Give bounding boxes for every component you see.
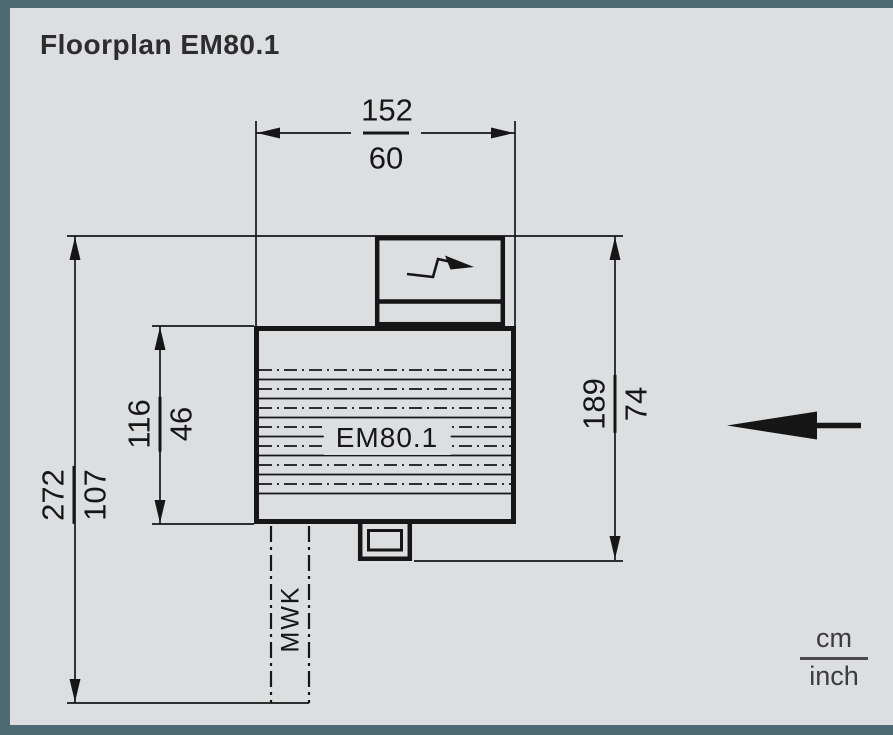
dim-189-arrow-top	[609, 237, 621, 260]
unit-legend-inch: inch	[809, 660, 859, 691]
mwk-channel	[269, 526, 311, 703]
unit-legend-cm: cm	[816, 623, 852, 653]
dim-height-outer: 272 107	[35, 466, 113, 524]
dim-height-inner: 116 46	[121, 396, 199, 452]
dim-116-arrow-top	[154, 327, 166, 350]
electrical-box	[374, 235, 506, 327]
dim-height-inner-inch: 46	[163, 406, 199, 442]
dim-height-outer-cm: 272	[35, 469, 71, 521]
fraction-bar	[613, 375, 617, 433]
dim-272-arrow-bottom	[69, 679, 81, 702]
dim-height-inner-cm: 116	[121, 399, 157, 449]
dim-152-arrow-right	[491, 127, 514, 139]
dim-height-right-inch: 74	[618, 386, 654, 422]
fraction-bar	[72, 466, 76, 524]
drawing-canvas	[67, 121, 861, 704]
mwk-label: MWK	[276, 585, 305, 653]
dim-width-inch: 60	[368, 140, 404, 176]
dim-height-right: 189 74	[576, 375, 654, 433]
unit-legend-bar	[800, 656, 868, 660]
connector-box-inner	[367, 529, 403, 552]
page-title: Floorplan EM80.1	[40, 29, 280, 60]
dim-189-arrow-bottom	[609, 536, 621, 559]
room-outline	[254, 326, 516, 524]
connector-box-outer	[357, 524, 413, 562]
lightning-icon	[406, 255, 474, 279]
dim-116-arrow-bottom	[154, 500, 166, 523]
dim-height-outer-inch: 107	[77, 469, 113, 521]
dim-152-arrow-left	[257, 127, 280, 139]
room-label: EM80.1	[323, 421, 451, 455]
fraction-bar	[158, 396, 162, 452]
direction-arrow-icon	[727, 411, 861, 440]
dim-height-right-cm: 189	[576, 378, 612, 430]
dim-width-cm: 152	[361, 92, 413, 128]
unit-legend: cm inch	[800, 623, 868, 691]
dim-272-arrow-top	[69, 237, 81, 260]
